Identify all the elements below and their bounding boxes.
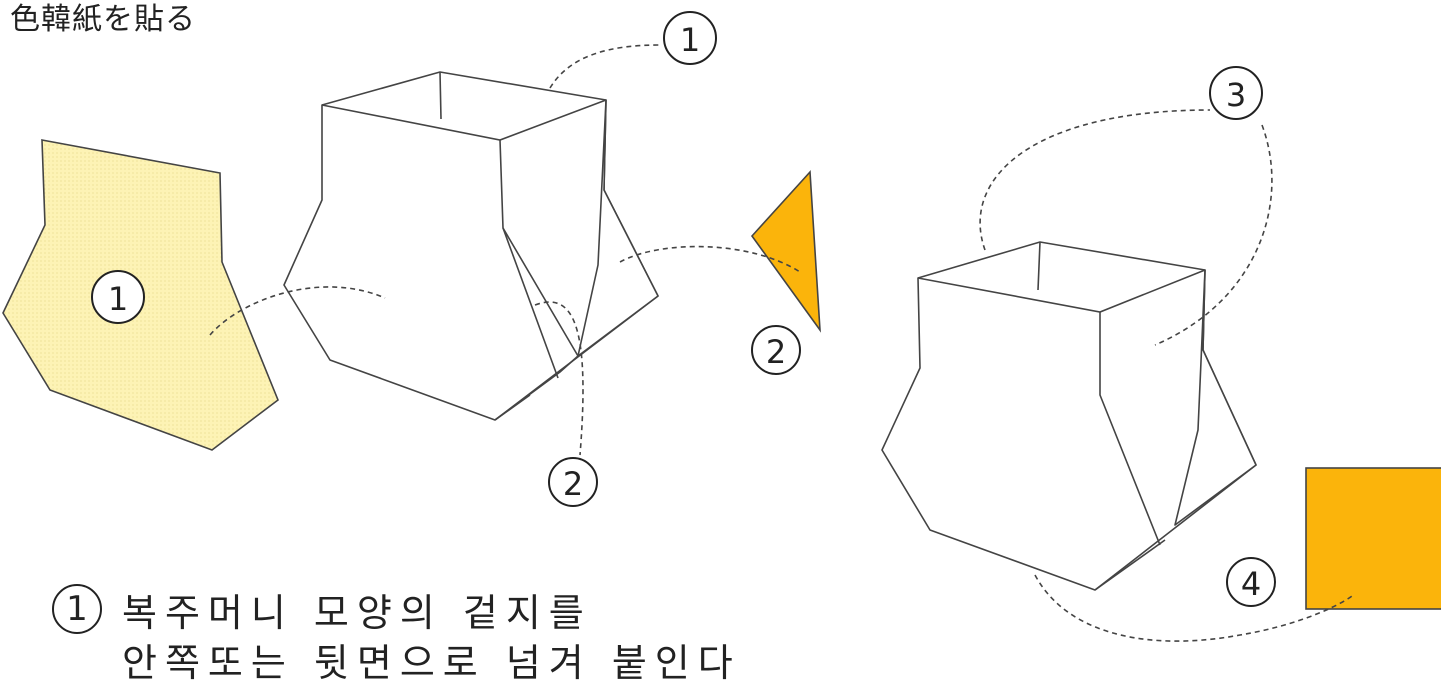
pouch-box-right bbox=[881, 241, 1257, 591]
leader-1-left bbox=[209, 286, 386, 336]
svg-text:1: 1 bbox=[680, 21, 700, 59]
origami-diagram: 1 1 2 2 3 4 bbox=[2, 11, 1441, 642]
leader-1-top bbox=[549, 44, 661, 89]
svg-text:1: 1 bbox=[108, 280, 128, 318]
pouch-box-left bbox=[283, 71, 659, 421]
marker-2-right: 2 bbox=[751, 325, 801, 375]
svg-text:3: 3 bbox=[1226, 76, 1246, 114]
leader-2-bottom bbox=[534, 301, 584, 456]
leader-4 bbox=[1034, 574, 1353, 642]
svg-text:2: 2 bbox=[766, 333, 786, 371]
caption-number-badge: 1 bbox=[52, 584, 102, 634]
orange-triangle-piece bbox=[750, 170, 821, 333]
leader-3 bbox=[979, 109, 1273, 346]
svg-text:4: 4 bbox=[1241, 565, 1261, 603]
leader-2-right bbox=[619, 245, 801, 273]
marker-1-top: 1 bbox=[663, 11, 717, 65]
svg-text:2: 2 bbox=[563, 465, 583, 503]
marker-2-bottom: 2 bbox=[548, 457, 598, 507]
marker-3: 3 bbox=[1209, 66, 1263, 120]
caption-line-1: 복주머니 모양의 겉지를 bbox=[122, 591, 592, 635]
diagram-title: 色韓紙を貼る bbox=[10, 2, 196, 37]
marker-4: 4 bbox=[1226, 557, 1276, 607]
marker-1-left: 1 bbox=[91, 270, 145, 324]
caption-line-2: 안쪽또는 뒷면으로 넘겨 붙인다 bbox=[122, 641, 741, 685]
orange-square-piece bbox=[1305, 467, 1441, 610]
